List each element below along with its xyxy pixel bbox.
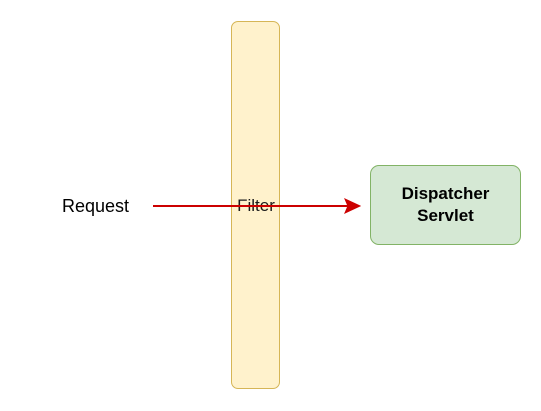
request-label: Request [61,196,130,216]
dispatcher-servlet-label: Dispatcher Servlet [401,184,490,225]
dispatcher-servlet-box: Dispatcher Servlet [370,165,521,245]
request-arrow-head [344,197,362,215]
